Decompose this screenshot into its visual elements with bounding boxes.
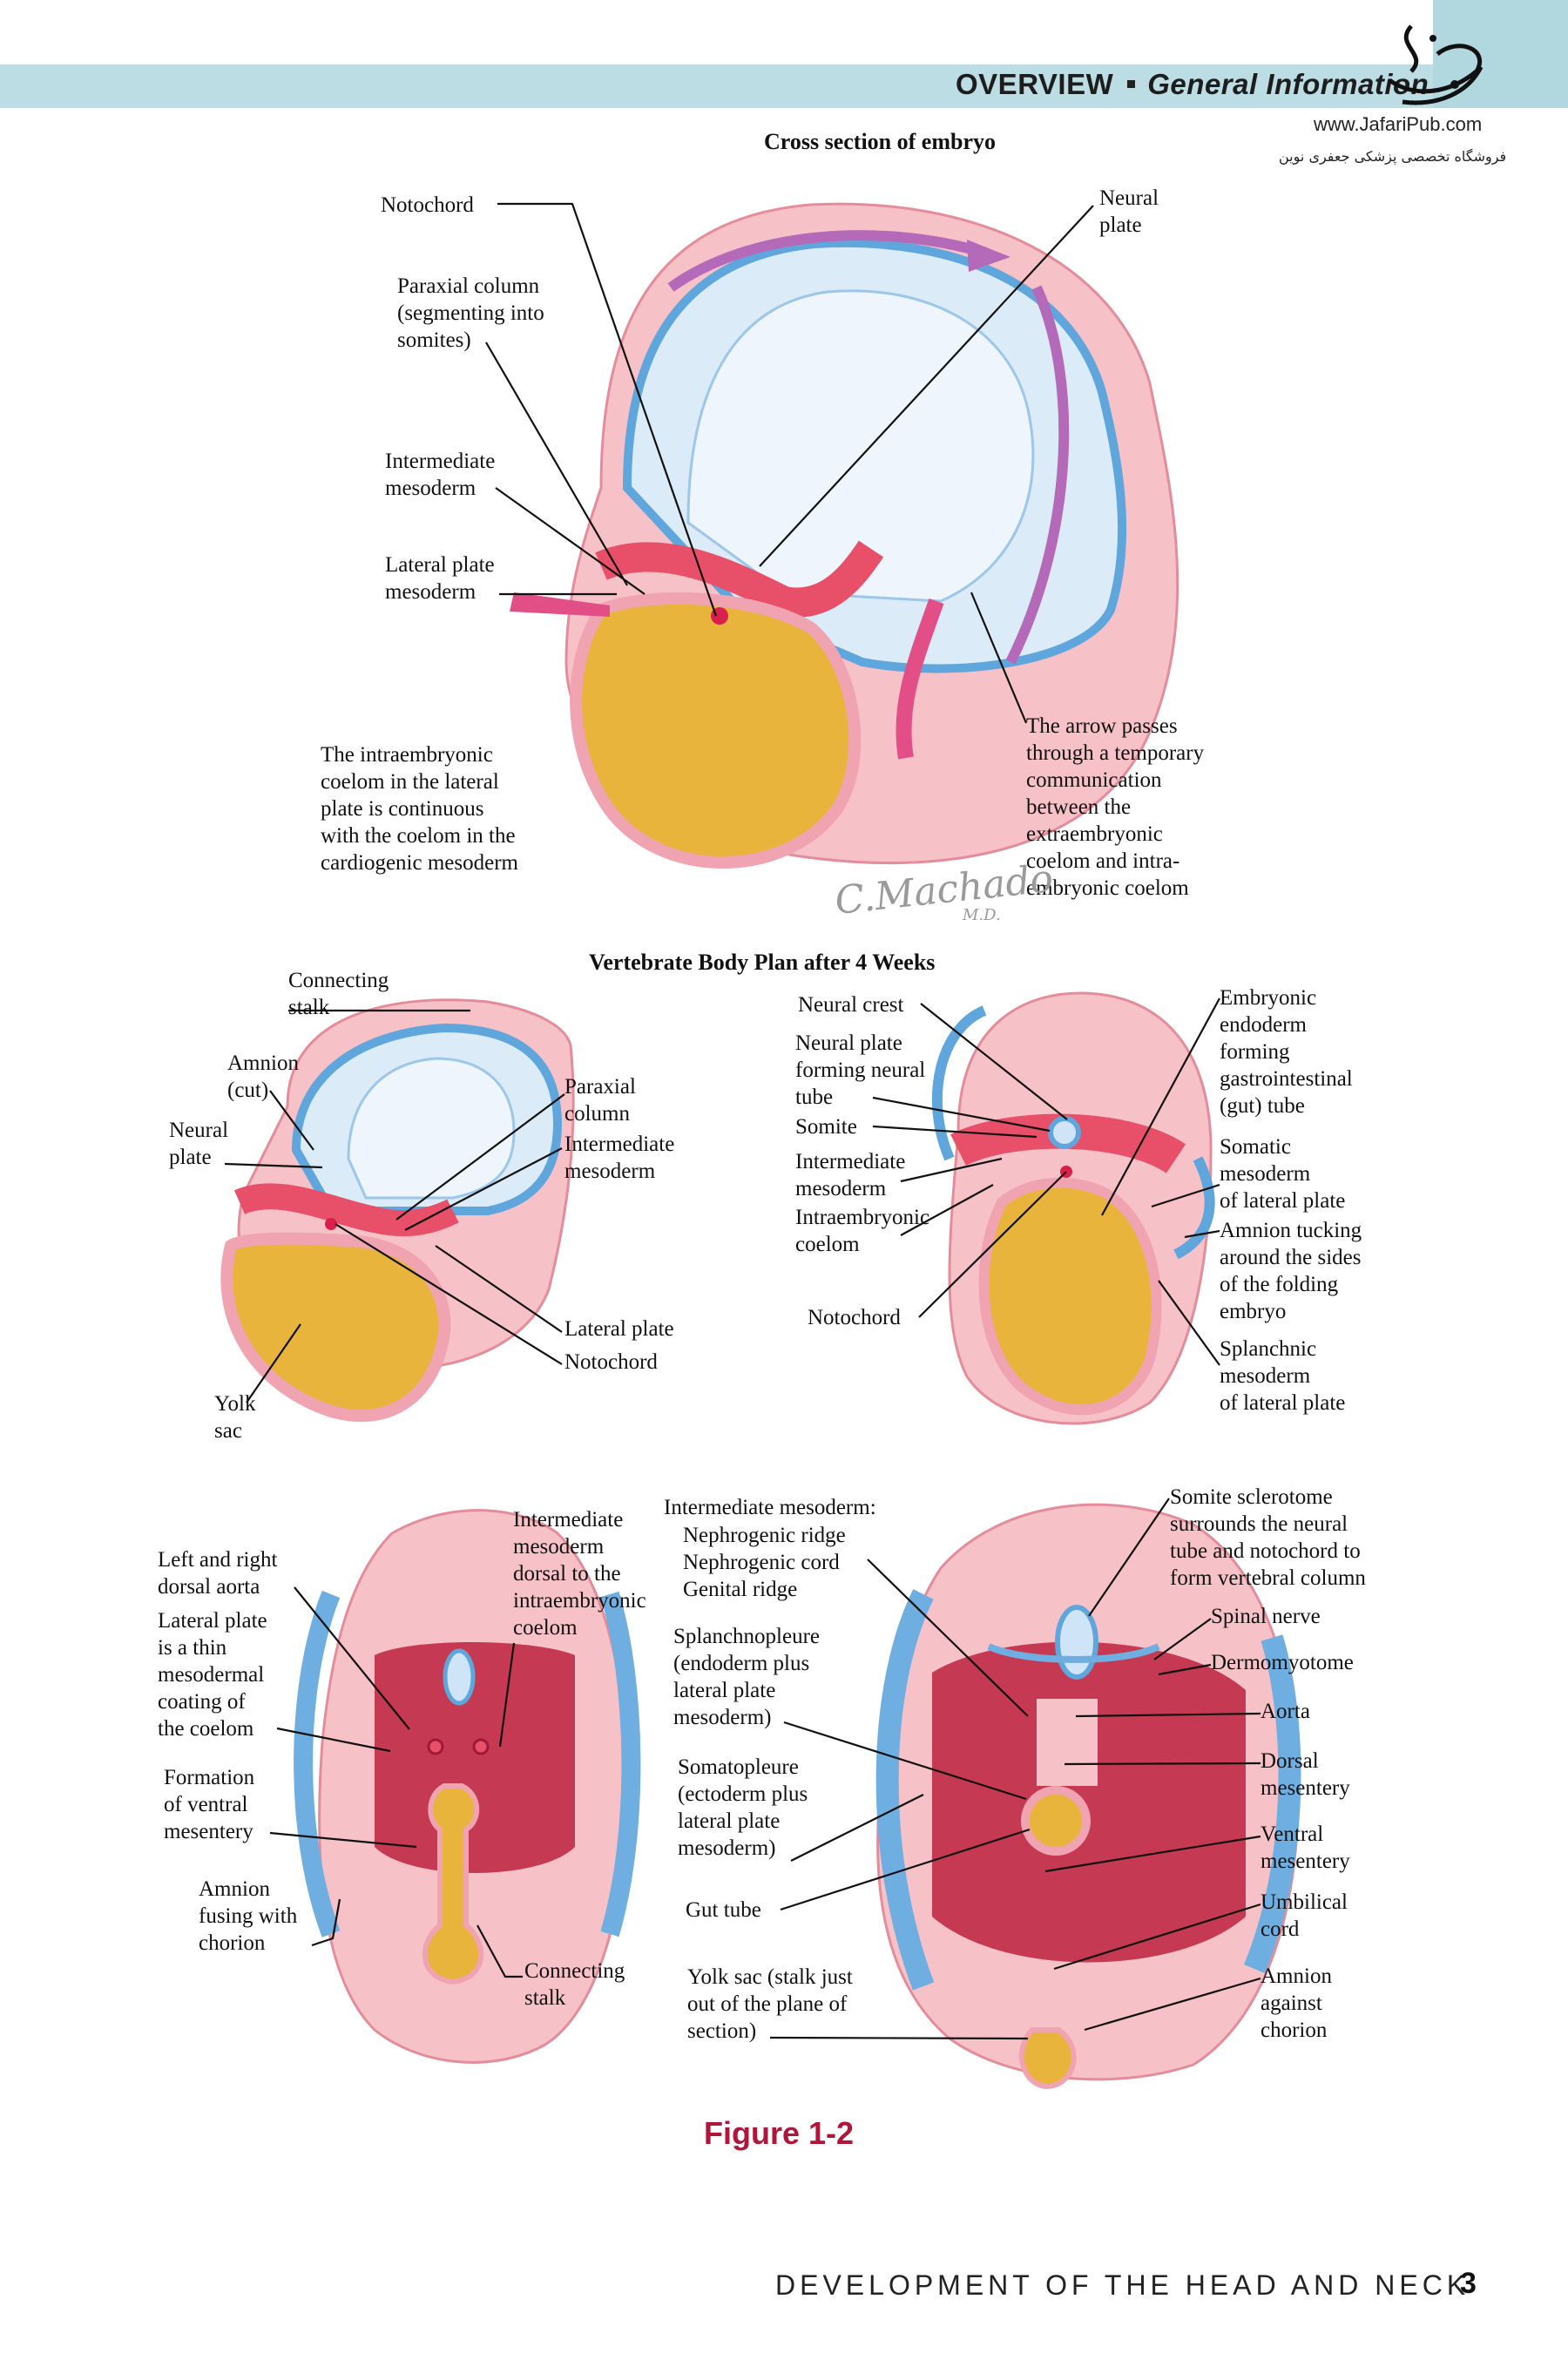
label-intermediate-mesoderm-mid: Intermediate mesoderm <box>564 1133 675 1183</box>
header-tab <box>1433 0 1568 108</box>
publisher-store-name: فروشگاه تخصصی پزشکی جعفری نوین <box>1279 148 1507 165</box>
figure-caption: Figure 1-2 <box>704 2115 855 2151</box>
label-neural-plate-mid-left: Neural plate <box>169 1119 229 1169</box>
middle-left-embryo-drawing <box>220 998 575 1423</box>
header-section: OVERVIEW <box>956 68 1114 100</box>
label-connecting-stalk-bottom: Connecting stalk <box>524 1959 625 2010</box>
label-nephrogenic-list: Nephrogenic ridge Nephrogenic cord Genit… <box>683 1524 846 1601</box>
label-somatopleure: Somatopleure (ectoderm plus lateral plat… <box>678 1755 808 1860</box>
label-somatic-mesoderm: Somatic mesoderm of lateral plate <box>1220 1135 1346 1213</box>
label-neural-crest: Neural crest <box>798 993 904 1017</box>
label-notochord-top: Notochord <box>381 193 474 217</box>
label-spinal-nerve: Spinal nerve <box>1211 1605 1321 1628</box>
label-intermediate-mesoderm-mid-right: Intermediate mesoderm <box>795 1150 906 1200</box>
label-gut-tube: Gut tube <box>686 1898 761 1922</box>
label-umbilical-cord: Umbilical cord <box>1260 1890 1348 1941</box>
publisher-logo-icon <box>1388 24 1484 105</box>
header-separator <box>1127 80 1136 89</box>
label-ventral-mesentery: Ventral mesentery <box>1260 1822 1350 1873</box>
bottom-right-embryo-drawing <box>875 1503 1301 2090</box>
label-dorsal-aorta: Left and right dorsal aorta <box>158 1548 278 1599</box>
label-embryonic-endoderm: Embryonic endoderm forming gastrointesti… <box>1220 986 1353 1118</box>
bottom-left-embryo-drawing <box>294 1509 641 2064</box>
label-intraembryonic-coelom-note: The intraembryonic coelom in the lateral… <box>321 743 518 875</box>
page-number: 3 <box>1460 2267 1477 2300</box>
label-splanchnic-mesoderm: Splanchnic mesoderm of lateral plate <box>1220 1337 1346 1415</box>
label-dermomyotome: Dermomyotome <box>1211 1651 1354 1674</box>
label-lateral-plate-mesoderm-top: Lateral plate mesoderm <box>385 553 495 604</box>
label-somite-sclerotome: Somite sclerotome surrounds the neural t… <box>1170 1485 1366 1590</box>
running-header: OVERVIEW General Information <box>956 68 1429 101</box>
label-arrow-note: The arrow passes through a temporary com… <box>1026 714 1205 900</box>
figure-title-body-plan: Vertebrate Body Plan after 4 Weeks <box>589 950 936 975</box>
label-notochord-mid-right: Notochord <box>808 1306 901 1329</box>
label-intermediate-mesoderm-heading: Intermediate mesoderm: <box>664 1496 876 1519</box>
middle-right-embryo-drawing <box>931 991 1215 1425</box>
label-paraxial-column-mid: Paraxial column <box>564 1075 636 1126</box>
header-subsection: General Information <box>1147 68 1429 100</box>
label-yolk-sac-bottom: Yolk sac (stalk just out of the plane of… <box>687 1965 853 2043</box>
footer-book-title: DEVELOPMENT OF THE HEAD AND NECK <box>775 2269 1470 2301</box>
label-dorsal-mesentery: Dorsal mesentery <box>1260 1749 1350 1800</box>
figure-title-cross-section: Cross section of embryo <box>764 129 996 154</box>
label-neural-plate-top: Neural plate <box>1099 186 1159 237</box>
label-aorta: Aorta <box>1260 1700 1310 1723</box>
label-ventral-mesentery-formation: Formation of ventral mesentery <box>164 1766 255 1843</box>
label-neural-plate-forming-tube: Neural plate forming neural tube <box>795 1031 926 1109</box>
label-amnion-against-chorion: Amnion against chorion <box>1260 1964 1332 2042</box>
header-band <box>0 64 1568 108</box>
label-somite: Somite <box>795 1115 857 1139</box>
label-yolk-sac-mid: Yolk sac <box>214 1392 256 1443</box>
label-connecting-stalk-mid: Connecting stalk <box>288 969 389 1019</box>
label-intraembryonic-coelom: Intraembryonic coelom <box>795 1206 930 1256</box>
label-lateral-plate-coating: Lateral plate is a thin mesodermal coati… <box>158 1609 267 1741</box>
label-notochord-mid-left: Notochord <box>564 1350 658 1374</box>
label-intermediate-mesoderm-top: Intermediate mesoderm <box>385 450 496 500</box>
publisher-website: www.JafariPub.com <box>1314 113 1483 135</box>
label-amnion-cut: Amnion (cut) <box>227 1052 299 1102</box>
illustrator-signature-md: M.D. <box>963 906 1001 924</box>
label-lateral-plate-mid: Lateral plate <box>564 1317 674 1341</box>
top-embryo-drawing <box>510 202 1179 869</box>
label-amnion-fusing: Amnion fusing with chorion <box>199 1877 298 1955</box>
label-amnion-tucking: Amnion tucking around the sides of the f… <box>1220 1219 1362 1323</box>
label-splanchnopleure: Splanchnopleure (endoderm plus lateral p… <box>673 1625 821 1729</box>
label-intermediate-mesoderm-dorsal: Intermediate mesoderm dorsal to the intr… <box>513 1508 646 1640</box>
label-paraxial-column: Paraxial column (segmenting into somites… <box>397 274 544 352</box>
